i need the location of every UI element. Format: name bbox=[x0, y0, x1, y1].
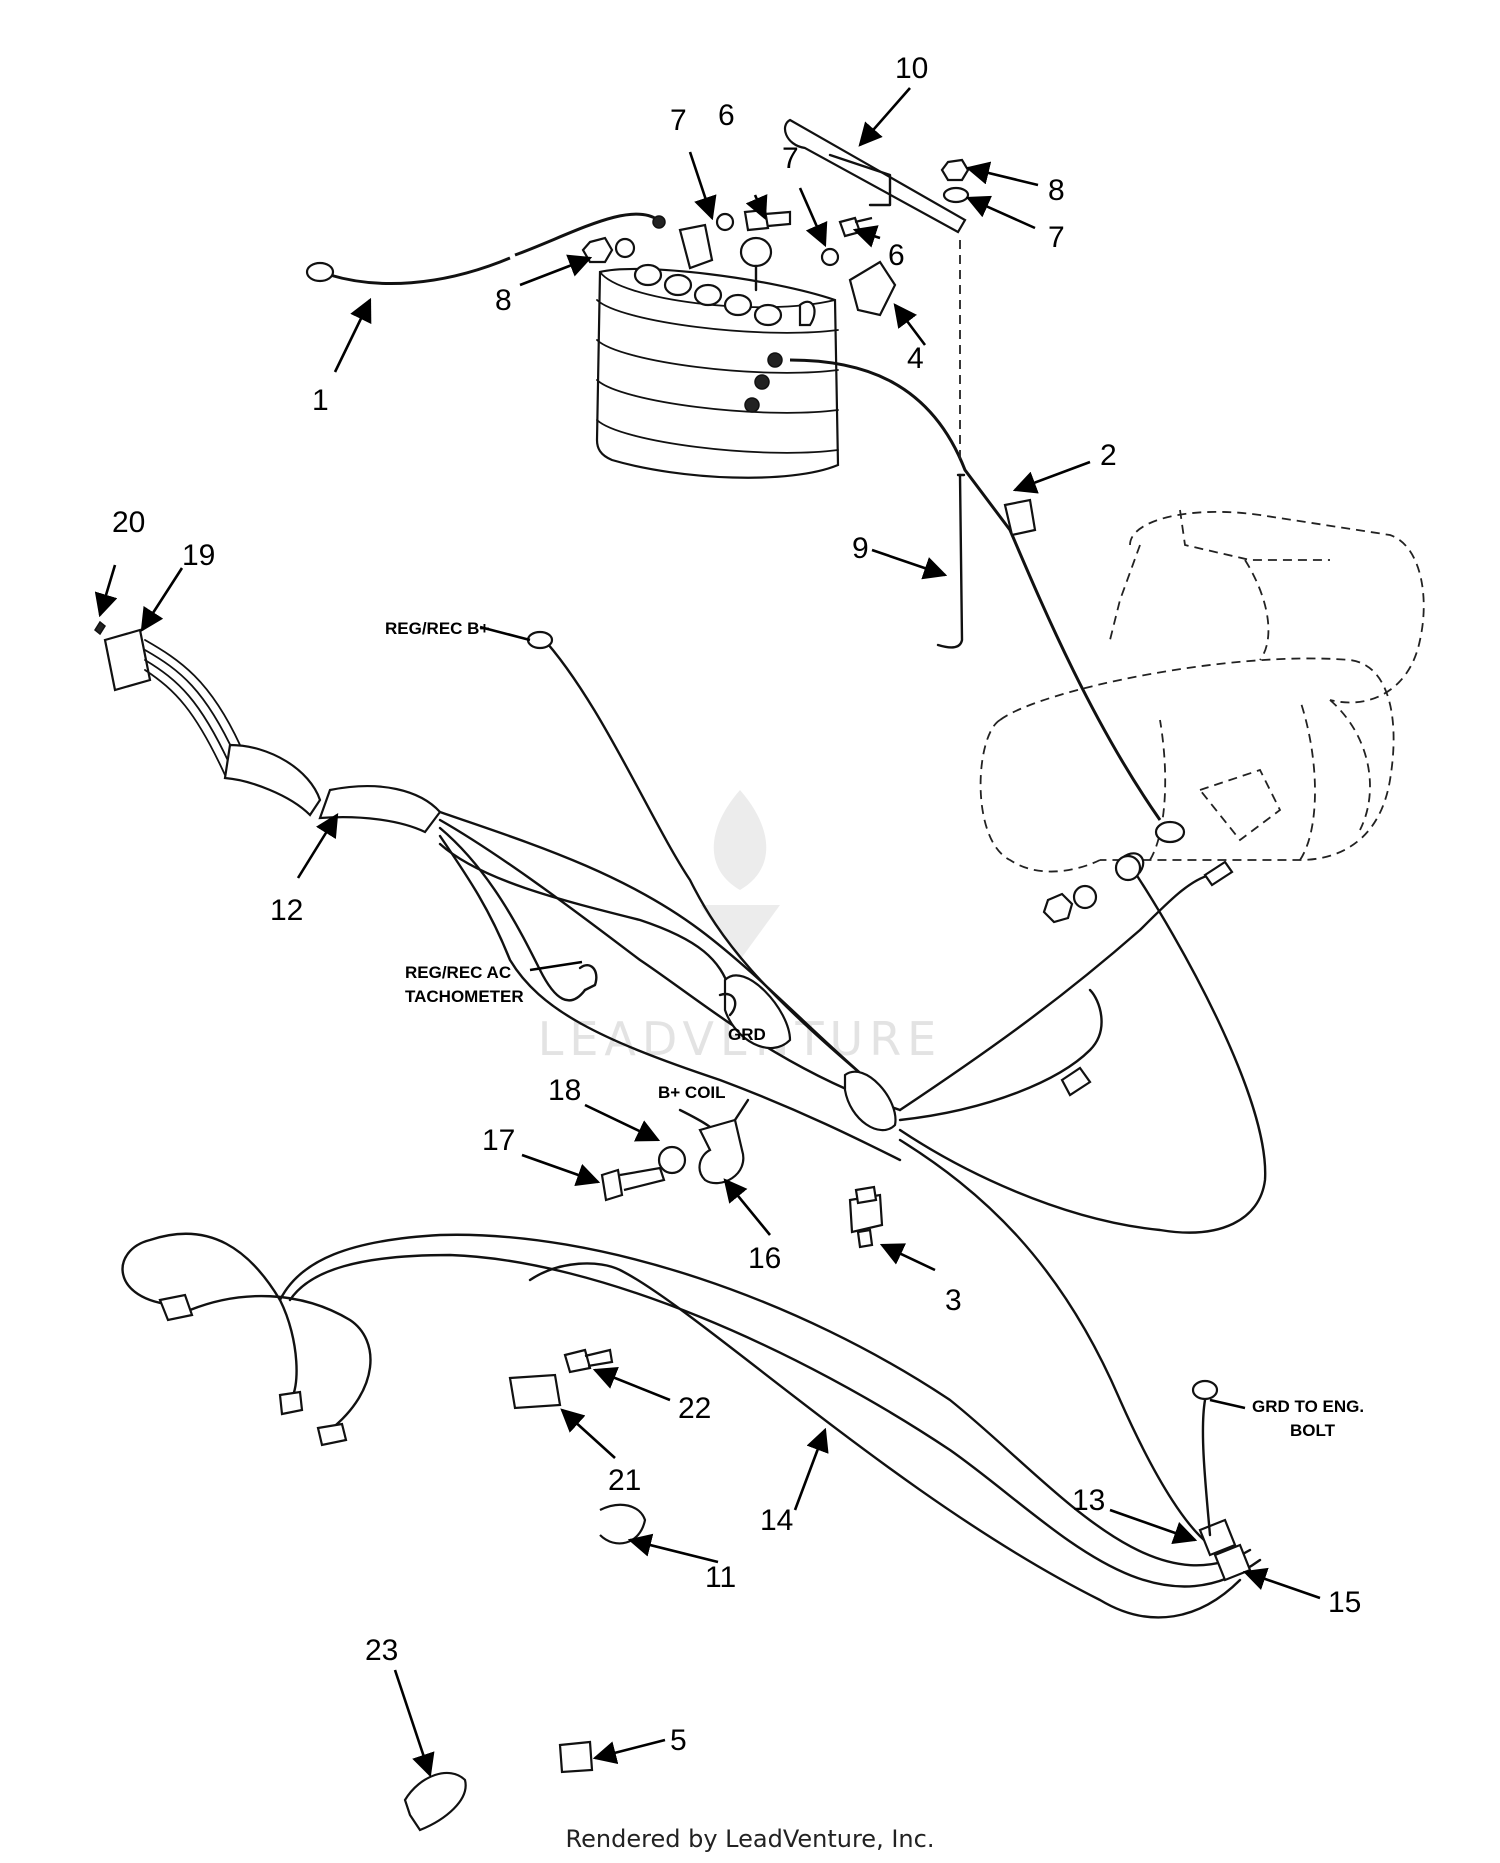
washer-icon bbox=[715, 212, 735, 232]
main-wiring-harness bbox=[94, 620, 1267, 1547]
bracket-icon bbox=[678, 223, 714, 270]
callout-number: 8 bbox=[495, 284, 512, 317]
callout-number: 10 bbox=[895, 52, 928, 85]
clamp-icon bbox=[698, 1118, 745, 1185]
callout-number: 21 bbox=[608, 1464, 641, 1497]
callout-number: 1 bbox=[312, 384, 329, 417]
washer-icon bbox=[657, 1145, 687, 1175]
sensor-switch bbox=[848, 1185, 884, 1249]
clamp-icon bbox=[403, 1771, 467, 1832]
footer-text: Rendered by LeadVenture, Inc. bbox=[566, 1825, 935, 1853]
callout-number: 20 bbox=[112, 506, 145, 539]
bolt-icon bbox=[563, 1348, 614, 1374]
washer-icon bbox=[1114, 854, 1142, 882]
callout-number: 4 bbox=[907, 342, 924, 375]
callout-number: 3 bbox=[945, 1284, 962, 1317]
clip-icon bbox=[558, 1740, 594, 1774]
starter-terminal-hardware bbox=[1042, 854, 1142, 924]
callout-number: 16 bbox=[748, 1242, 781, 1275]
callout-number: 6 bbox=[888, 239, 905, 272]
washer-icon bbox=[942, 186, 970, 204]
washer-icon bbox=[1072, 884, 1098, 910]
nut-icon bbox=[940, 158, 970, 182]
plate-icon bbox=[508, 1373, 562, 1410]
washer-icon bbox=[820, 247, 840, 267]
flame-logo-icon bbox=[700, 790, 780, 960]
ring-terminal-icon bbox=[798, 300, 816, 327]
battery-hardware bbox=[581, 158, 970, 327]
starter-motor-phantom bbox=[979, 509, 1425, 873]
clamp-assembly bbox=[600, 1098, 750, 1202]
battery-cap-icon bbox=[633, 263, 783, 327]
battery-cable-negative bbox=[305, 212, 666, 286]
callout-number: 13 bbox=[1072, 1484, 1105, 1517]
label-reg-rec-b: REG/REC B+ bbox=[385, 619, 489, 638]
callout-number: 5 bbox=[670, 1724, 687, 1757]
label-grd-to-eng: GRD TO ENG. bbox=[1252, 1397, 1364, 1416]
terminal-cover-icon bbox=[848, 260, 897, 317]
battery bbox=[595, 263, 840, 479]
callout-number: 12 bbox=[270, 894, 303, 927]
callout-number: 9 bbox=[852, 532, 869, 565]
callout-number: 14 bbox=[760, 1504, 793, 1537]
wire-labels: REG/REC B+ REG/REC AC TACHOMETER GRD B+ … bbox=[385, 619, 1364, 1440]
callout-number: 11 bbox=[705, 1561, 736, 1594]
label-grd: GRD bbox=[728, 1025, 766, 1044]
leader-arrows bbox=[94, 87, 1321, 1778]
secondary-wiring-harness bbox=[121, 1232, 1262, 1619]
battery-terminal-icon bbox=[744, 352, 783, 413]
bolt-icon bbox=[600, 1166, 666, 1202]
label-b-coil: B+ COIL bbox=[658, 1083, 726, 1102]
label-reg-rec-ac: REG/REC AC bbox=[405, 963, 511, 982]
battery-cable-positive bbox=[789, 358, 1186, 844]
bolt-icon bbox=[743, 208, 792, 232]
callout-number: 2 bbox=[1100, 439, 1117, 472]
knob-icon bbox=[739, 236, 773, 268]
clip-icon bbox=[599, 1503, 647, 1545]
callout-number: 23 bbox=[365, 1634, 398, 1667]
label-bolt: BOLT bbox=[1290, 1421, 1336, 1440]
hold-down-strap bbox=[783, 118, 967, 234]
callout-numbers: 1 2 3 4 5 6 6 7 7 7 8 8 9 10 11 12 13 14… bbox=[112, 52, 1361, 1757]
hold-down-rod bbox=[936, 240, 966, 649]
callout-number: 6 bbox=[718, 99, 735, 132]
label-tachometer: TACHOMETER bbox=[405, 987, 524, 1006]
callout-number: 8 bbox=[1048, 174, 1065, 207]
callout-number: 17 bbox=[482, 1124, 515, 1157]
callout-number: 15 bbox=[1328, 1586, 1361, 1619]
nut-icon bbox=[1042, 892, 1074, 924]
washer-icon bbox=[614, 237, 636, 259]
callout-number: 7 bbox=[782, 142, 799, 175]
callout-number: 7 bbox=[670, 104, 687, 137]
callout-number: 19 bbox=[182, 539, 215, 572]
callout-number: 18 bbox=[548, 1074, 581, 1107]
callout-number: 7 bbox=[1048, 221, 1065, 254]
callout-number: 22 bbox=[678, 1392, 711, 1425]
loose-parts bbox=[403, 1348, 647, 1832]
